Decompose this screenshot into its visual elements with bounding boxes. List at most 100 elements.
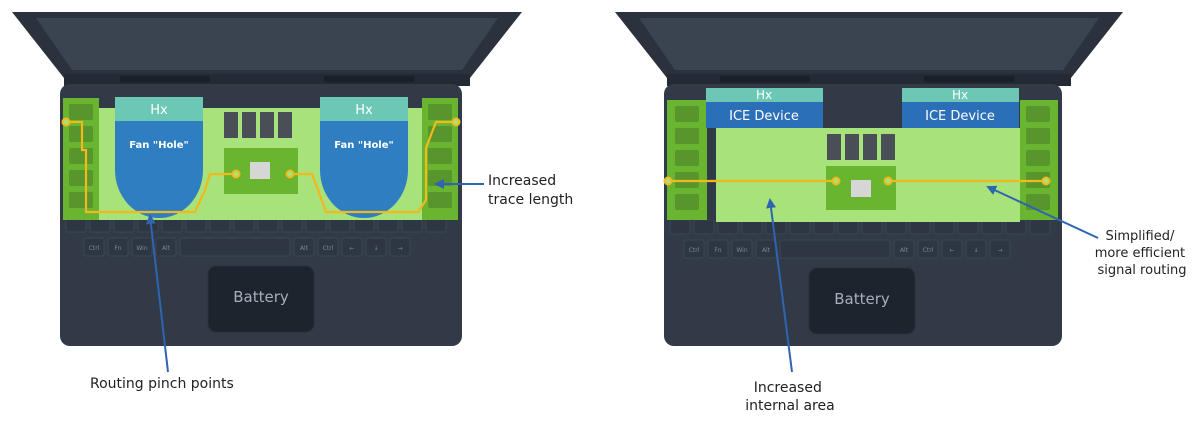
keyboard-key-label: Alt <box>300 245 309 252</box>
keyboard-key <box>675 128 699 144</box>
keyboard-key <box>179 237 291 257</box>
keyboard-key <box>683 239 705 259</box>
arrow-pinch-points <box>145 214 169 373</box>
keyboard-key <box>425 217 447 233</box>
keyboard-key <box>107 237 129 257</box>
ice-right-label: ICE Device <box>925 109 995 124</box>
keyboard-key <box>365 237 387 257</box>
keyboard-key <box>693 219 715 235</box>
keyboard-key <box>765 219 787 235</box>
keyboard-key <box>293 237 315 257</box>
keyboard-key <box>861 219 883 235</box>
fan-hole-left <box>115 121 203 218</box>
keyboard-key <box>981 219 1003 235</box>
ice-left-label: ICE Device <box>729 109 799 124</box>
keyboard-key <box>89 217 111 233</box>
keyboard-key <box>113 217 135 233</box>
keyboard-key <box>353 217 375 233</box>
keyboard-key-label: Ctrl <box>89 245 100 252</box>
callout-pinch-points: Routing pinch points <box>90 376 234 392</box>
hx-right <box>902 88 1019 102</box>
keyboard-key <box>941 239 963 259</box>
keyboard-key-label: → <box>997 247 1002 254</box>
keyboard-key <box>675 106 699 122</box>
board-side-right <box>1020 100 1058 220</box>
laptop-screen <box>639 18 1099 70</box>
keyboard-key-label: Fn <box>714 247 721 254</box>
keyboard-key <box>717 219 739 235</box>
keyboard-key <box>329 217 351 233</box>
trace-endpoints <box>663 176 1051 186</box>
trace-endpoints <box>61 117 461 179</box>
keyboard-key <box>377 217 399 233</box>
keyboard-key <box>1026 128 1050 144</box>
keyboard-key-label: Win <box>136 245 147 252</box>
keyboard-key-label: Ctrl <box>689 247 700 254</box>
keyboard-key <box>257 217 279 233</box>
keyboard-key-label: Alt <box>762 247 771 254</box>
arrow-signal-routing <box>986 185 1099 239</box>
keyboard-key <box>317 237 339 257</box>
battery-pad <box>207 265 315 333</box>
keyboard-key <box>741 219 763 235</box>
keyboard-key <box>813 219 835 235</box>
keyboard-key <box>933 219 955 235</box>
battery-label: Battery <box>233 288 289 306</box>
keyboard-key <box>161 217 183 233</box>
keyboard-key <box>428 104 452 120</box>
keyboard-key-label: ↓ <box>973 247 978 254</box>
keyboard-key <box>83 237 105 257</box>
hx-right <box>320 97 408 121</box>
keyboard-key <box>65 217 87 233</box>
keyboard-key-label: Fn <box>114 245 121 252</box>
keyboard-key-label: Ctrl <box>323 245 334 252</box>
keyboard-key <box>305 217 327 233</box>
keyboard-key <box>281 217 303 233</box>
ice-device-left <box>706 102 823 128</box>
hx-right-label: Hx <box>952 88 968 102</box>
keyboard-key <box>909 219 931 235</box>
keyboard-key <box>731 239 753 259</box>
memory-chips <box>827 134 895 160</box>
keyboard-key-label: → <box>397 245 402 252</box>
signal-traces <box>66 120 456 214</box>
keyboard-key <box>137 217 159 233</box>
ice-device-right <box>902 102 1019 128</box>
battery-pad <box>808 267 916 335</box>
hx-left-label: Hx <box>756 88 772 102</box>
keyboard-key <box>957 219 979 235</box>
keyboard-key-label: Alt <box>162 245 171 252</box>
board-side-right <box>422 98 458 220</box>
keyboard-key <box>789 219 811 235</box>
board-side-left <box>667 100 707 220</box>
hx-left-label: Hx <box>150 103 168 118</box>
keyboard-key <box>837 219 859 235</box>
fan-hole-right <box>320 121 408 218</box>
hx-right-label: Hx <box>355 103 373 118</box>
keyboard-key <box>1026 150 1050 166</box>
keyboard-key <box>1026 106 1050 122</box>
keyboard-key <box>885 219 907 235</box>
keyboard-key <box>401 217 423 233</box>
keyboard-key <box>893 239 915 259</box>
keyboard-key <box>669 219 691 235</box>
laptop-screen <box>36 18 498 70</box>
keyboard-key <box>779 239 891 259</box>
arrow-internal-area <box>766 198 793 373</box>
keyboard-key <box>131 237 153 257</box>
keyboard-key <box>917 239 939 259</box>
keyboard-key <box>69 170 93 186</box>
keyboard-key-label: ↓ <box>373 245 378 252</box>
keyboard-key <box>389 237 411 257</box>
soc-die <box>250 162 270 179</box>
callout-internal-area: Increased internal area <box>745 380 834 414</box>
board-side-left <box>63 98 99 220</box>
hx-left <box>706 88 823 102</box>
keyboard-key <box>69 104 93 120</box>
keyboard-key <box>155 237 177 257</box>
